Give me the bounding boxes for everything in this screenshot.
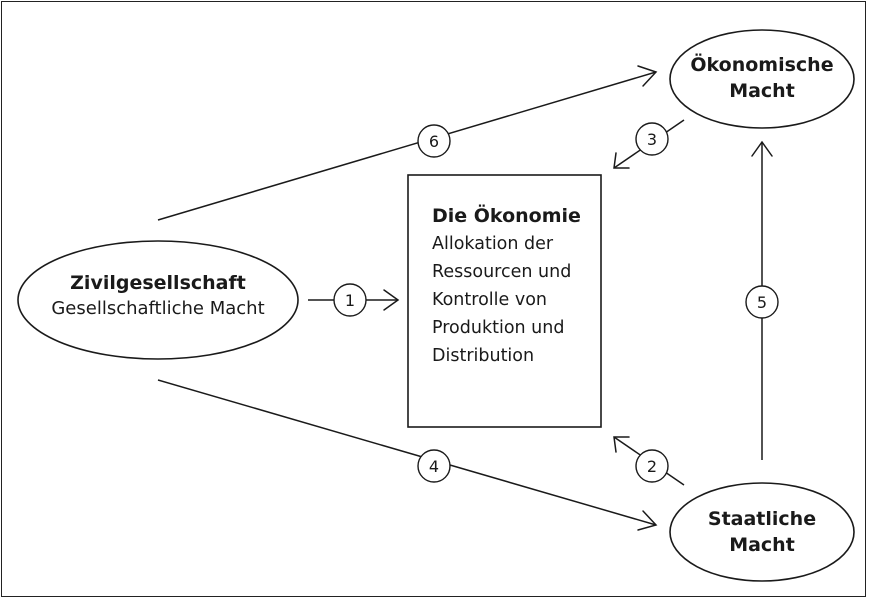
badge-1-label: 1 (345, 291, 355, 310)
badge-5: 5 (745, 285, 779, 319)
badge-3-label: 3 (647, 130, 657, 149)
badge-2: 2 (635, 449, 669, 483)
civil-society-title: Zivilgesellschaft (70, 272, 246, 294)
state-power-line2: Macht (729, 534, 795, 556)
badge-5-label: 5 (757, 293, 767, 312)
badge-3: 3 (635, 122, 669, 156)
state-power-line1: Staatliche (707, 508, 817, 530)
badge-1: 1 (333, 283, 367, 317)
civil-society-label: Zivilgesellschaft Gesellschaftliche Mach… (28, 270, 288, 322)
economy-title: Die Ökonomie (432, 205, 581, 227)
economy-description: Allokation der Ressourcen und Kontrolle … (432, 234, 572, 366)
economic-power-line1: Ökonomische (690, 54, 834, 76)
badge-6-label: 6 (429, 132, 439, 151)
economic-power-label: Ökonomische Macht (680, 52, 844, 104)
economic-power-node (669, 29, 855, 129)
economic-power-line2: Macht (729, 80, 795, 102)
arrow-4 (157, 379, 658, 531)
badge-4-label: 4 (429, 457, 439, 476)
badge-4: 4 (417, 449, 451, 483)
badge-6: 6 (417, 124, 451, 158)
badge-2-label: 2 (647, 457, 657, 476)
civil-society-node (17, 240, 299, 360)
economy-box (407, 174, 602, 428)
state-power-label: Staatliche Macht (680, 506, 844, 558)
arrow-6 (157, 65, 658, 221)
civil-society-subtitle: Gesellschaftliche Macht (51, 298, 265, 319)
state-power-node (669, 482, 855, 582)
economy-box-text: Die Ökonomie Allokation der Ressourcen u… (432, 202, 592, 370)
